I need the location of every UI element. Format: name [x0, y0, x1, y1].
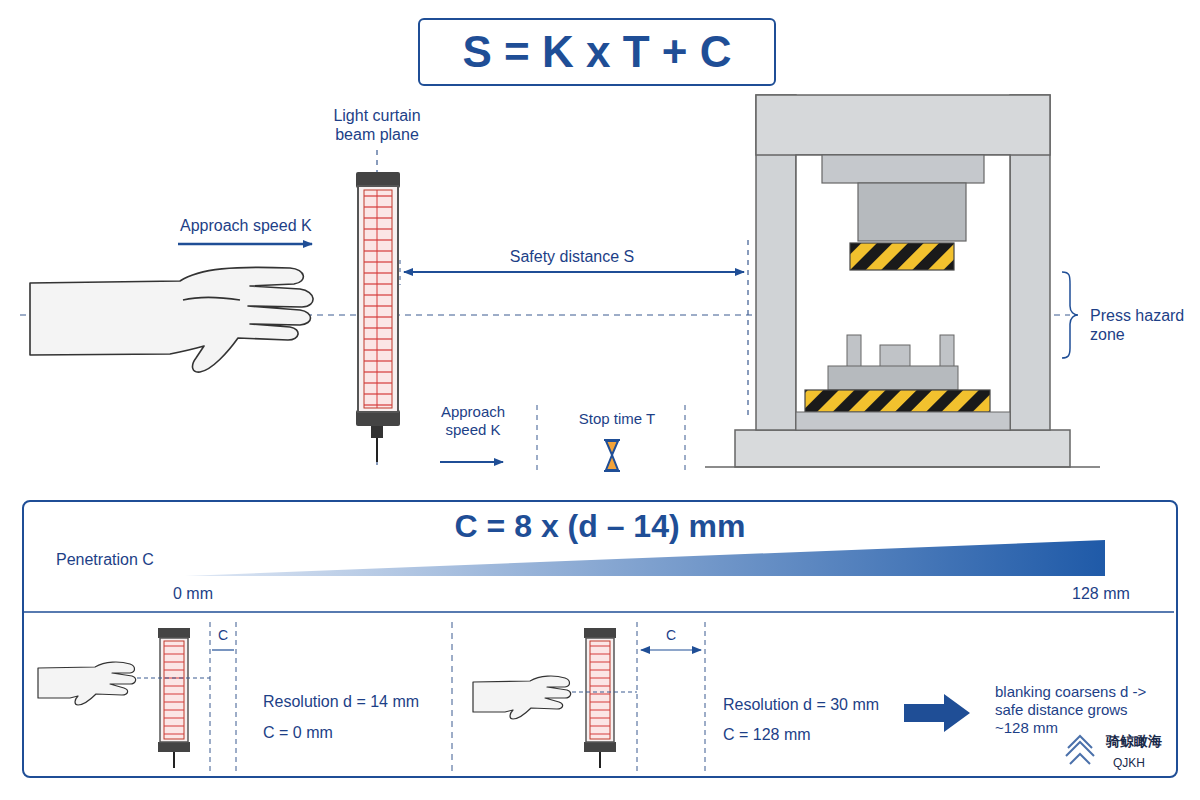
approach-arrow [178, 243, 312, 246]
bracket [1062, 272, 1078, 358]
arrow-label: Approach speed K [426, 403, 520, 439]
arrow-label: Stop time T [577, 410, 657, 428]
note: Resolution d = 30 mm [723, 695, 879, 714]
part-label: Light curtain beam plane [312, 106, 442, 144]
axis-label: Penetration C [56, 550, 154, 569]
note: blanking coarsens d -> safe distance gro… [995, 683, 1160, 737]
part-label: Press hazard zone [1090, 306, 1190, 344]
arrow-label: Approach speed K [178, 216, 314, 235]
safety-distance-arrow [404, 271, 744, 273]
watermark-logo [1066, 736, 1094, 764]
hand [30, 267, 313, 372]
note: C = 128 mm [723, 725, 811, 744]
title-box: S = K x T + C [418, 18, 776, 86]
dimension-label: C [216, 627, 230, 644]
hourglass [604, 440, 620, 471]
dimension-label: C [664, 627, 678, 644]
axis-value: 0 mm [173, 584, 213, 603]
formula-text: C = 8 x (d – 14) mm [24, 508, 1176, 545]
watermark: QJKH [1111, 756, 1147, 770]
light-curtain [356, 172, 400, 462]
title: S = K x T + C [463, 27, 732, 77]
formula-panel: C = 8 x (d – 14) mm [22, 500, 1178, 778]
press [705, 95, 1100, 467]
note: Resolution d = 14 mm [263, 692, 419, 711]
dimension-label: Safety distance S [508, 247, 637, 266]
penetration-wedge [185, 540, 1105, 576]
block-arrow [904, 694, 970, 732]
hand [38, 662, 571, 719]
small-light-curtains [158, 628, 616, 768]
approach-arrow [440, 461, 503, 463]
note: C = 0 mm [263, 723, 333, 742]
axis-value: 128 mm [1072, 584, 1130, 603]
watermark: 骑鲸瞰海 [1104, 733, 1164, 750]
